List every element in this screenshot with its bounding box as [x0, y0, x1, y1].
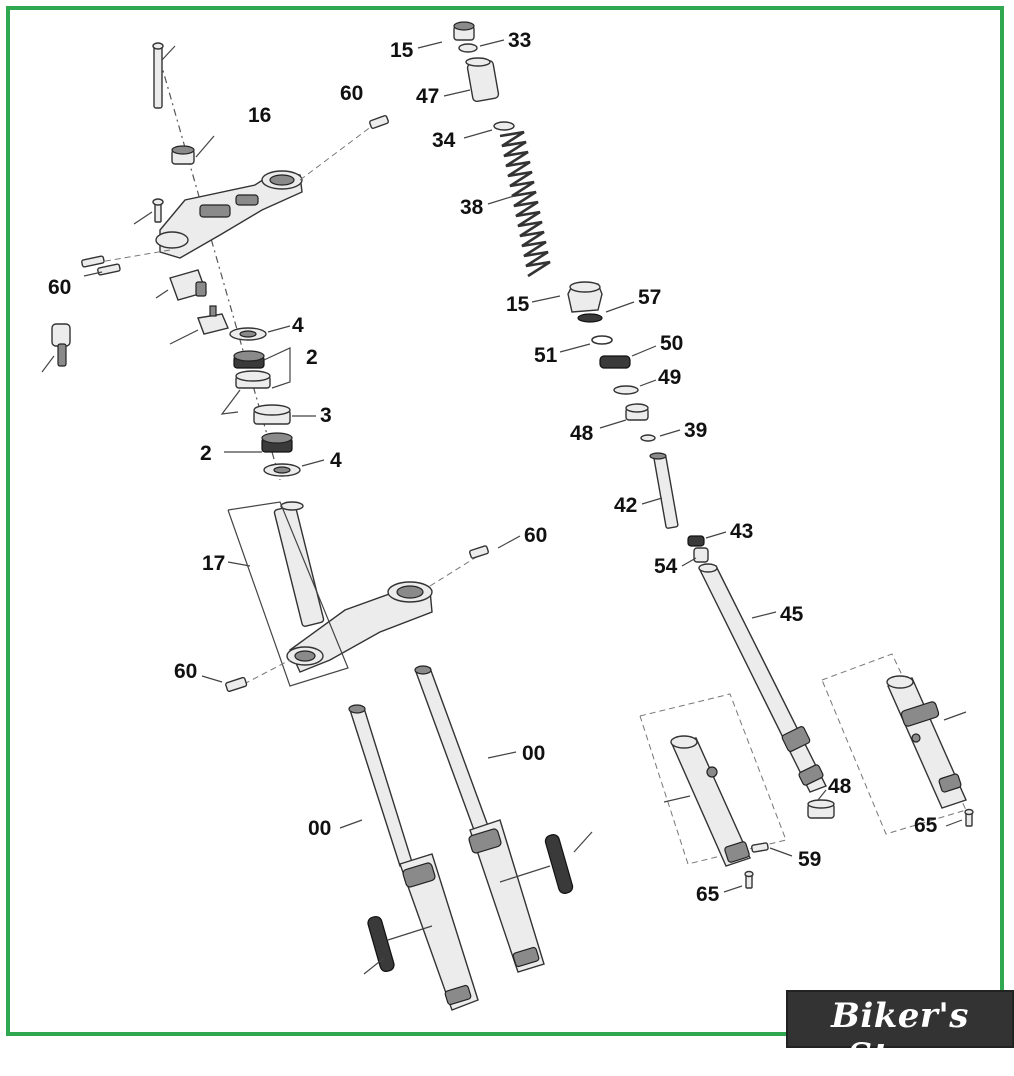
- label-15-mid: 15: [506, 293, 530, 316]
- label-39: 39: [684, 419, 707, 442]
- small-clip: [197, 305, 229, 335]
- upper-triple-tree: [155, 170, 303, 259]
- label-48-lower: 48: [828, 775, 852, 798]
- fork-tube-45: [698, 563, 827, 793]
- damper-rod-42: [649, 452, 679, 529]
- piece-54: [693, 547, 709, 563]
- label-65-right: 65: [914, 814, 938, 837]
- screw-left-top: [152, 198, 164, 223]
- bushing-48-upper: [625, 403, 649, 421]
- bolts-60-left: [81, 255, 121, 276]
- screw-59: [751, 842, 769, 853]
- label-51: 51: [534, 344, 558, 367]
- label-15-top: 15: [390, 39, 414, 62]
- label-49: 49: [658, 366, 681, 389]
- label-34: 34: [432, 129, 456, 152]
- exploded-parts-diagram: 15 33 47 34 38 15 57 51 50 49 48 39 42 4…: [6, 6, 1004, 1036]
- fork-leg-right: [414, 665, 545, 973]
- bolt-60-lower-left: [225, 676, 248, 693]
- label-60-left: 60: [48, 276, 71, 299]
- bearing-lower: [261, 432, 293, 453]
- label-33: 33: [508, 29, 531, 52]
- screw-65-right: [964, 808, 974, 827]
- bushing-48-lower: [807, 799, 835, 819]
- ignition-bracket: [169, 269, 207, 301]
- bolt-60-upper-right: [369, 115, 389, 129]
- stem-bushing: [171, 145, 195, 165]
- washer-33: [458, 43, 478, 53]
- label-38: 38: [460, 196, 484, 219]
- label-60-bottom: 60: [174, 660, 197, 683]
- label-16: 16: [248, 104, 271, 127]
- fork-leg-left: [348, 704, 479, 1011]
- label-43: 43: [730, 520, 753, 543]
- label-2-top: 2: [306, 346, 318, 369]
- ignition-key: [51, 323, 71, 367]
- label-3: 3: [320, 404, 332, 427]
- label-50: 50: [660, 332, 683, 355]
- race-lower: [253, 404, 291, 425]
- green-border: [6, 6, 1004, 1036]
- bolt-60-lower-right: [469, 545, 489, 559]
- label-47: 47: [416, 85, 439, 108]
- race-upper: [235, 370, 271, 389]
- fork-cap-top: [453, 21, 475, 41]
- bikers-store-logo: Biker's Store: [786, 990, 1014, 1076]
- washer-39: [640, 434, 656, 442]
- label-54: 54: [654, 555, 678, 578]
- label-59: 59: [798, 848, 821, 871]
- logo-text: Biker's Store: [831, 996, 969, 1076]
- slider-right: [886, 675, 967, 809]
- diagram-canvas: 15 33 47 34 38 15 57 51 50 49 48 39 42 4…: [6, 6, 1004, 1036]
- lower-triple-tree: [273, 501, 433, 673]
- seal-50: [599, 355, 631, 369]
- steering-axis: [159, 59, 281, 481]
- spacer-47: [465, 57, 500, 103]
- oring-57: [577, 313, 603, 323]
- label-00-left: 00: [308, 817, 331, 840]
- top-pin: [152, 42, 164, 109]
- fork-cap-15: [567, 281, 603, 313]
- dust-washer-top: [229, 327, 267, 341]
- dust-washer-bottom: [263, 463, 301, 477]
- label-65-left: 65: [696, 883, 720, 906]
- label-57: 57: [638, 286, 661, 309]
- clip-51: [591, 335, 613, 345]
- washer-49: [613, 385, 639, 395]
- reflector-right: [544, 834, 574, 894]
- label-45: 45: [780, 603, 804, 626]
- label-2-bottom: 2: [200, 442, 212, 465]
- label-17: 17: [202, 552, 225, 575]
- label-00-right: 00: [522, 742, 545, 765]
- label-60-top: 60: [340, 82, 363, 105]
- label-42: 42: [614, 494, 637, 517]
- label-60-right: 60: [524, 524, 547, 547]
- washer-34: [493, 121, 515, 131]
- reflector-left: [367, 915, 395, 973]
- bearing-upper: [233, 350, 265, 369]
- fork-spring-38: [499, 130, 551, 278]
- label-4-top: 4: [292, 314, 304, 337]
- label-4-bottom: 4: [330, 449, 342, 472]
- slider-left: [670, 735, 751, 867]
- label-48-upper: 48: [570, 422, 594, 445]
- spring-43: [687, 535, 705, 547]
- screw-65-left: [744, 870, 754, 889]
